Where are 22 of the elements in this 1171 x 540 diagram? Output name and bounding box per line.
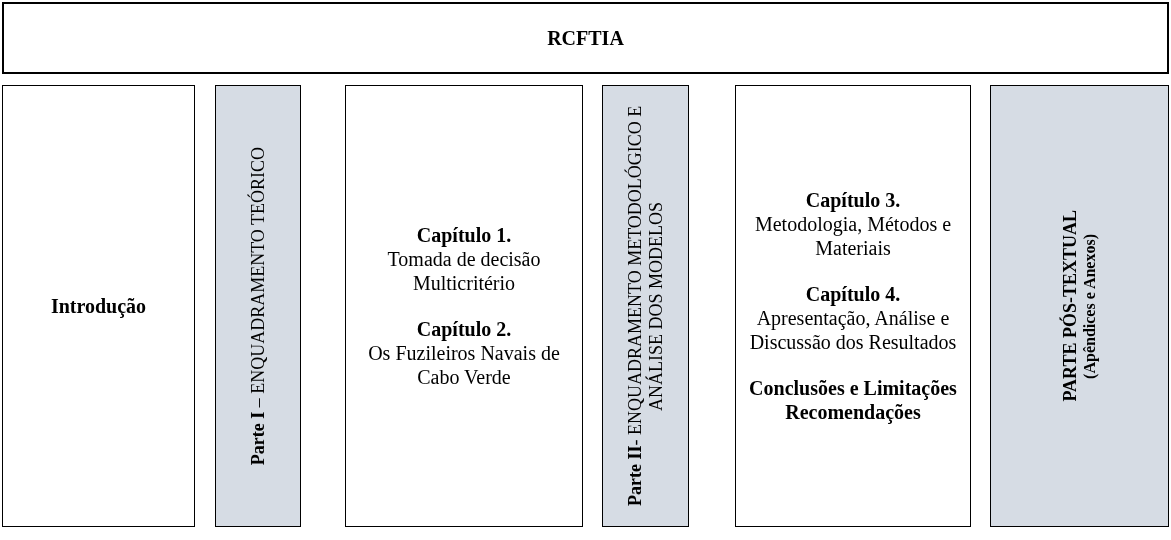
chapter-heading: Capítulo 1. xyxy=(416,223,512,247)
chapter-heading: Capítulo 2. xyxy=(416,317,512,341)
chapter-description: Metodologia, Métodos e Materiais xyxy=(753,212,953,260)
part-subtitle: (Apêndices e Anexos) xyxy=(1080,233,1100,379)
chapter-description: Os Fuzileiros Navais de Cabo Verde xyxy=(367,341,561,389)
part-band xyxy=(602,85,689,527)
part-title: Parte II- ENQUADRAMENTO METODOLÓGICO E ANÁLISE DOS MODELOS xyxy=(624,104,667,509)
chapter-heading: Capítulo 3. xyxy=(805,188,901,212)
part-band xyxy=(990,85,1169,527)
heading-label: RCFTIA xyxy=(547,26,624,50)
section-box xyxy=(735,85,971,527)
chapter-heading: Conclusões e Limitações Recomendações xyxy=(748,376,958,424)
title-bar xyxy=(2,2,1169,74)
section-box xyxy=(345,85,583,527)
chapter-description: Apresentação, Análise e Discussão dos Resultados xyxy=(748,306,958,354)
chapter-description: Tomada de decisão Multicritério xyxy=(386,247,542,295)
part-band xyxy=(215,85,301,527)
chapter-heading: Introdução xyxy=(50,294,147,318)
part-title: Parte I – ENQUADRAMENTO TEÓRICO xyxy=(247,146,269,466)
chapter-heading: Capítulo 4. xyxy=(805,282,901,306)
section-box xyxy=(2,85,195,527)
part-title: PARTE PÓS-TEXTUAL xyxy=(1059,210,1081,402)
